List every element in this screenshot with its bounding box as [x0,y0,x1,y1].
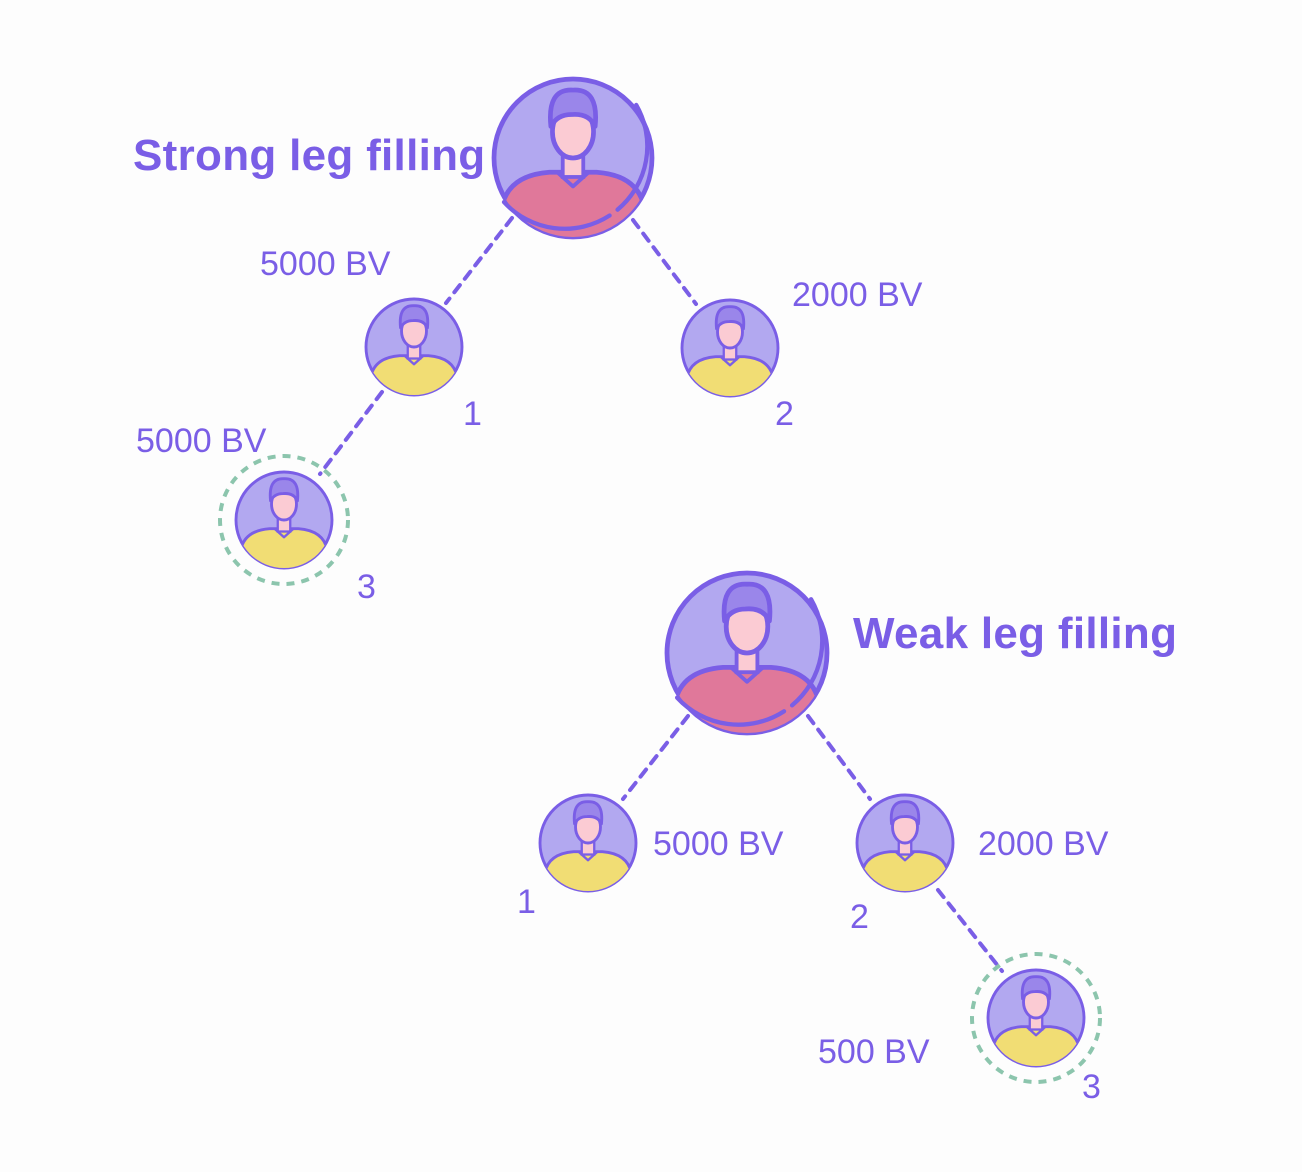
strong-leg2-avatar-icon [680,298,780,398]
weak-leg2-volume: 2000 BV [978,825,1109,863]
weak-root-avatar-icon [664,570,830,736]
weak-tree-connectors [621,714,1004,973]
connector-strong-root-leg2 [631,218,698,306]
strong-leg2-number: 2 [775,395,794,433]
strong-leg1-volume: 5000 BV [260,245,391,283]
strong-new3-number: 3 [357,568,376,606]
strong-tree-title: Strong leg filling [133,131,486,180]
weak-tree-title: Weak leg filling [853,609,1178,658]
highlight-ring-strong-new3 [218,454,350,586]
strong-new3-volume: 5000 BV [136,422,267,460]
strong-leg1-avatar-icon [364,297,464,397]
connector-strong-root-leg1 [444,216,514,305]
highlight-ring-weak-new3 [970,952,1102,1084]
connector-strong-leg1-new3 [318,390,384,476]
connector-weak-leg2-new3 [936,888,1004,973]
weak-leg1-avatar-icon [538,793,638,893]
weak-leg2-avatar-icon [855,793,955,893]
strong-root-avatar-icon [491,76,655,240]
strong-leg1-number: 1 [463,395,482,433]
weak-leg2-number: 2 [850,898,869,936]
strong-new3-avatar-icon [234,470,334,570]
connector-weak-root-leg2 [806,714,872,801]
strong-tree-connectors [318,216,698,476]
strong-leg2-volume: 2000 BV [792,276,923,314]
weak-leg1-number: 1 [517,883,536,921]
weak-new3-avatar-icon [986,968,1086,1068]
weak-new3-number: 3 [1082,1068,1101,1106]
weak-leg1-volume: 5000 BV [653,825,784,863]
weak-new3-volume: 500 BV [818,1033,930,1071]
connector-weak-root-leg1 [621,714,690,801]
